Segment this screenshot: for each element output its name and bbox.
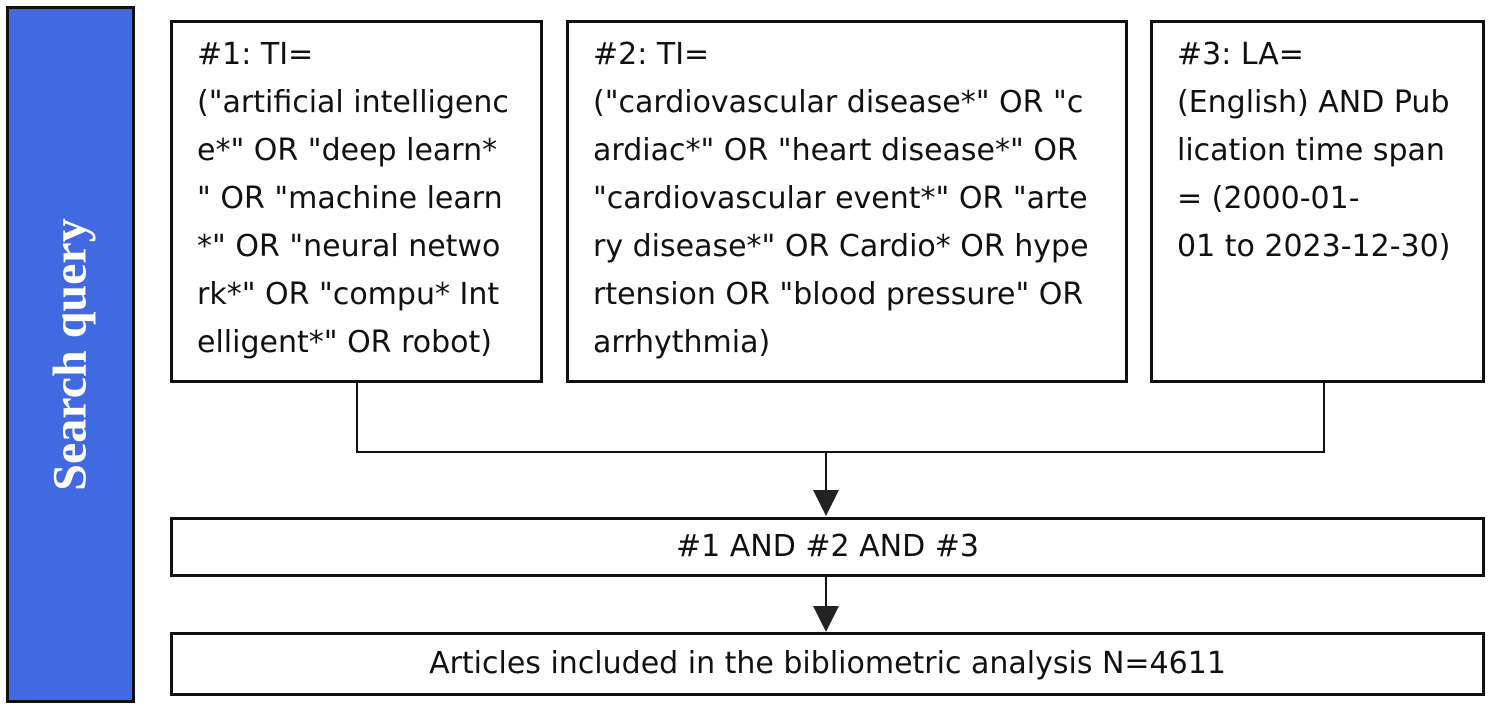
query-1-line: ("artificial intelligenc xyxy=(197,85,509,120)
result-box: Articles included in the bibliometric an… xyxy=(170,632,1485,696)
query-2-line: "cardiovascular event*" OR "arte xyxy=(593,181,1088,216)
arrow-down-icon xyxy=(813,606,839,632)
search-query-panel: Search query xyxy=(6,6,135,703)
query-1-line: elligent*" OR robot) xyxy=(197,325,492,360)
query-1-line: #1: TI= xyxy=(197,37,314,72)
query-1-line: rk*" OR "compu* Int xyxy=(197,277,500,312)
query-2-line: rtension OR "blood pressure" OR xyxy=(593,277,1084,312)
arrow-down-icon xyxy=(813,490,839,516)
query-2-line: ardiac*" OR "heart disease*" OR xyxy=(593,133,1078,168)
query-box-1: #1: TI= ("artificial intelligenc e*" OR … xyxy=(170,20,543,383)
combine-box: #1 AND #2 AND #3 xyxy=(170,517,1485,577)
query-1-line: " OR "machine learn xyxy=(197,181,503,216)
query-3-line: lication time span xyxy=(1177,133,1445,168)
query-2-line: arrhythmia) xyxy=(593,325,771,360)
query-box-2: #2: TI= ("cardiovascular disease*" OR "c… xyxy=(566,20,1128,383)
query-2-line: ("cardiovascular disease*" OR "c xyxy=(593,85,1084,120)
query-3-line: = (2000-01- xyxy=(1177,181,1360,216)
query-1-line: e*" OR "deep learn* xyxy=(197,133,498,168)
query-box-3: #3: LA= (English) AND Pub lication time … xyxy=(1150,20,1485,383)
query-3-line: #3: LA= xyxy=(1177,37,1304,72)
combine-label: #1 AND #2 AND #3 xyxy=(676,529,979,564)
query-2-line: ry disease*" OR Cardio* OR hype xyxy=(593,229,1089,264)
query-3-line: (English) AND Pub xyxy=(1177,85,1450,120)
query-2-line: #2: TI= xyxy=(593,37,710,72)
merge-bracket-line xyxy=(356,383,1325,453)
query-1-line: *" OR "neural netwo xyxy=(197,229,501,264)
query-3-line: 01 to 2023-12-30) xyxy=(1177,229,1451,264)
result-label: Articles included in the bibliometric an… xyxy=(429,646,1226,681)
